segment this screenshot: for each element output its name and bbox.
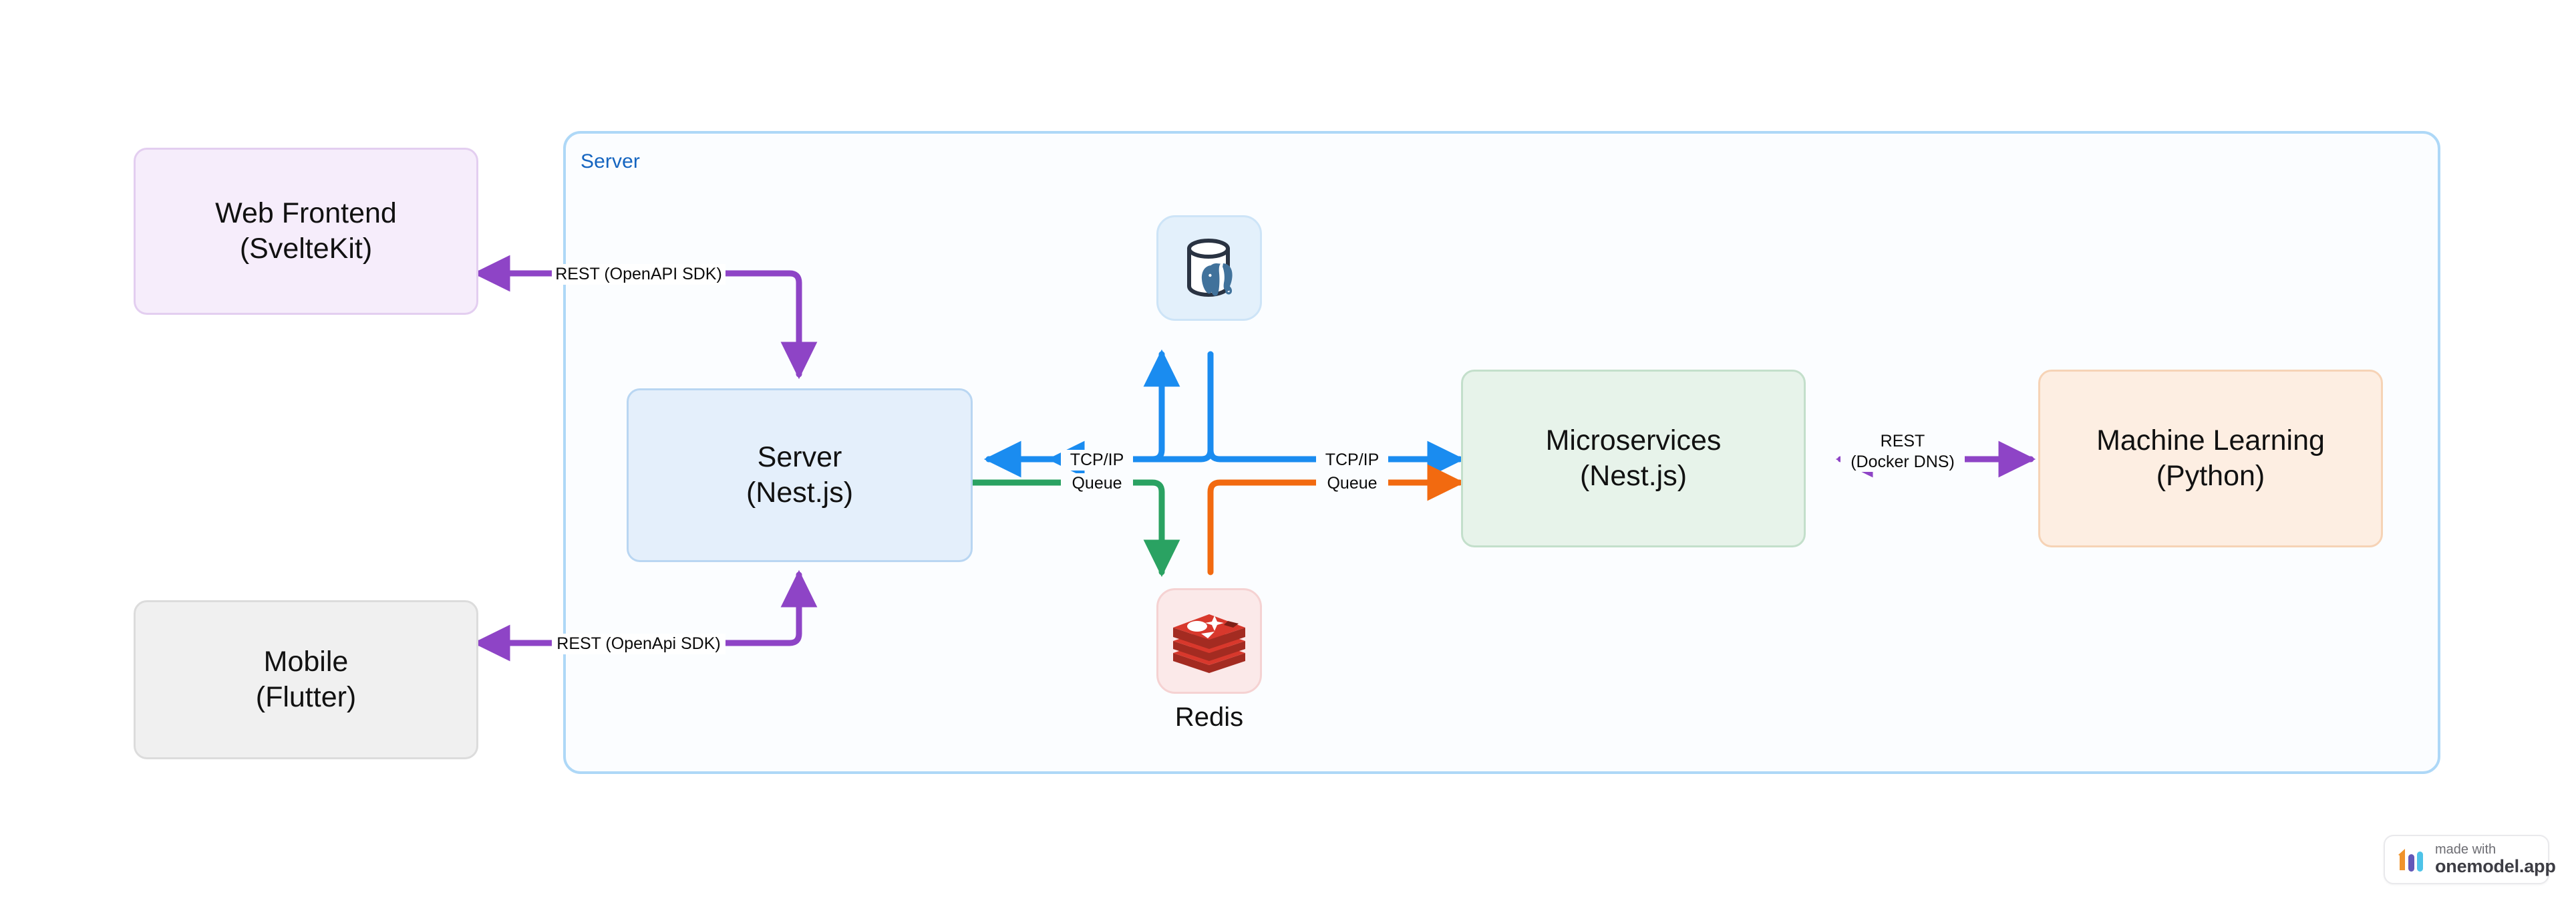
onemodel-logo-icon xyxy=(2398,849,2423,872)
node-redis[interactable] xyxy=(1156,588,1262,694)
node-postgres-database[interactable] xyxy=(1156,215,1262,321)
group-label-server: Server xyxy=(581,150,640,172)
edge-label-rest-line1: REST xyxy=(1880,432,1925,450)
edge-label-redis-to-microservices-queue: Queue xyxy=(1316,473,1388,494)
edge-label-db-to-microservices-tcpip: TCP/IP xyxy=(1316,450,1388,471)
node-machine-learning-subtitle: (Python) xyxy=(2156,460,2265,492)
node-server-nest[interactable]: Server (Nest.js) xyxy=(627,388,973,562)
edge-label-server-to-mobile: REST (OpenApi SDK) xyxy=(552,634,726,654)
edge-label-microservices-to-ml: REST (Docker DNS) xyxy=(1840,431,1965,472)
node-microservices-subtitle: (Nest.js) xyxy=(1579,460,1687,492)
watermark-brand: onemodel.app xyxy=(2435,856,2556,877)
node-server-nest-title: Server xyxy=(757,440,842,473)
node-machine-learning[interactable]: Machine Learning (Python) xyxy=(2038,370,2383,547)
redis-icon xyxy=(1173,614,1245,673)
node-web-frontend-subtitle: (SvelteKit) xyxy=(239,233,373,265)
node-machine-learning-title: Machine Learning xyxy=(2096,424,2325,457)
watermark-badge[interactable]: made with onemodel.app xyxy=(2384,835,2556,884)
edge-label-server-to-redis-queue: Queue xyxy=(1061,473,1133,494)
node-redis-caption: Redis xyxy=(1174,702,1244,732)
node-web-frontend[interactable]: Web Frontend (SvelteKit) xyxy=(134,148,478,315)
watermark-made-with: made with xyxy=(2435,842,2497,858)
node-web-frontend-title: Web Frontend xyxy=(215,197,397,229)
edge-label-rest-line2: (Docker DNS) xyxy=(1850,452,1955,471)
node-server-nest-subtitle: (Nest.js) xyxy=(746,477,854,509)
node-mobile-subtitle: (Flutter) xyxy=(255,681,357,713)
watermark-text: made with onemodel.app xyxy=(2435,842,2556,877)
node-microservices-title: Microservices xyxy=(1545,424,1722,457)
node-mobile-title: Mobile xyxy=(263,645,349,678)
node-mobile[interactable]: Mobile (Flutter) xyxy=(134,600,478,759)
edge-label-server-to-web: REST (OpenAPI SDK) xyxy=(552,264,726,285)
edge-label-server-to-db-tcpip: TCP/IP xyxy=(1061,450,1133,471)
node-microservices[interactable]: Microservices (Nest.js) xyxy=(1461,370,1806,547)
database-postgres-icon xyxy=(1187,239,1233,297)
